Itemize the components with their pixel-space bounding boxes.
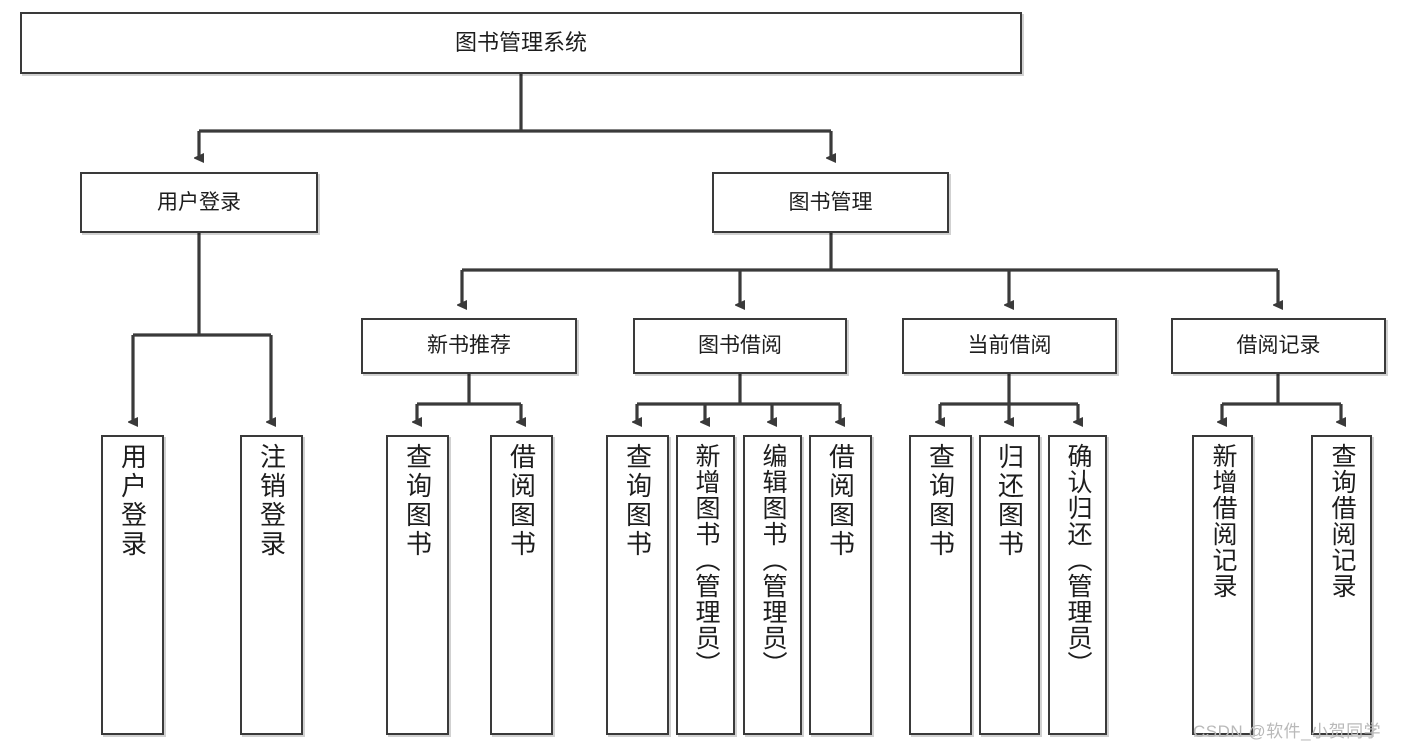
node-root[interactable]: 图书管理系统: [20, 12, 1022, 74]
node-borrow-record-label: 借阅记录: [1236, 334, 1321, 358]
node-leaf-borrow-book-1[interactable]: 借阅图书: [490, 435, 553, 735]
node-leaf-logout-login[interactable]: 注销登录: [240, 435, 303, 735]
csdn-watermark: CSDN @软件_小贺同学: [1193, 722, 1382, 741]
node-book-borrow[interactable]: 图书借阅: [633, 318, 847, 374]
node-user-login-label: 用户登录: [157, 190, 241, 214]
node-leaf-query-book-3[interactable]: 查询图书: [909, 435, 972, 735]
node-book-manage-label: 图书管理: [788, 190, 873, 214]
node-leaf-user-login-label: 用户登录: [117, 443, 148, 559]
node-leaf-confirm-return-label: 确认归还（管理员）: [1064, 443, 1092, 677]
node-leaf-borrow-book-2[interactable]: 借阅图书: [809, 435, 872, 735]
node-user-login[interactable]: 用户登录: [80, 172, 318, 233]
node-leaf-return-book-label: 归还图书: [994, 443, 1025, 559]
node-leaf-query-book-2[interactable]: 查询图书: [606, 435, 669, 735]
node-leaf-borrow-book-1-label: 借阅图书: [506, 443, 537, 559]
node-leaf-query-record[interactable]: 查询借阅记录: [1311, 435, 1372, 735]
node-new-book-recommend-label: 新书推荐: [427, 334, 511, 358]
node-leaf-query-book-1[interactable]: 查询图书: [386, 435, 449, 735]
node-book-manage[interactable]: 图书管理: [712, 172, 949, 233]
node-leaf-query-book-1-label: 查询图书: [402, 443, 433, 559]
node-leaf-user-login[interactable]: 用户登录: [101, 435, 164, 735]
node-leaf-edit-book[interactable]: 编辑图书（管理员）: [743, 435, 802, 735]
node-leaf-add-book[interactable]: 新增图书（管理员）: [676, 435, 735, 735]
node-leaf-add-book-label: 新增图书（管理员）: [692, 443, 720, 677]
node-leaf-add-record[interactable]: 新增借阅记录: [1192, 435, 1253, 735]
node-leaf-query-book-2-label: 查询图书: [622, 443, 653, 559]
node-root-label: 图书管理系统: [454, 29, 587, 55]
node-leaf-add-record-label: 新增借阅记录: [1209, 443, 1237, 599]
node-leaf-query-book-3-label: 查询图书: [925, 443, 956, 559]
node-leaf-confirm-return[interactable]: 确认归还（管理员）: [1048, 435, 1107, 735]
node-borrow-record[interactable]: 借阅记录: [1171, 318, 1386, 374]
node-new-book-recommend[interactable]: 新书推荐: [361, 318, 577, 374]
node-leaf-edit-book-label: 编辑图书（管理员）: [759, 443, 787, 677]
node-leaf-logout-login-label: 注销登录: [256, 443, 287, 559]
node-leaf-query-record-label: 查询借阅记录: [1328, 443, 1356, 599]
node-current-borrow-label: 当前借阅: [967, 334, 1052, 358]
node-current-borrow[interactable]: 当前借阅: [902, 318, 1117, 374]
node-leaf-return-book[interactable]: 归还图书: [979, 435, 1040, 735]
node-book-borrow-label: 图书借阅: [698, 334, 782, 358]
node-leaf-borrow-book-2-label: 借阅图书: [825, 443, 856, 559]
